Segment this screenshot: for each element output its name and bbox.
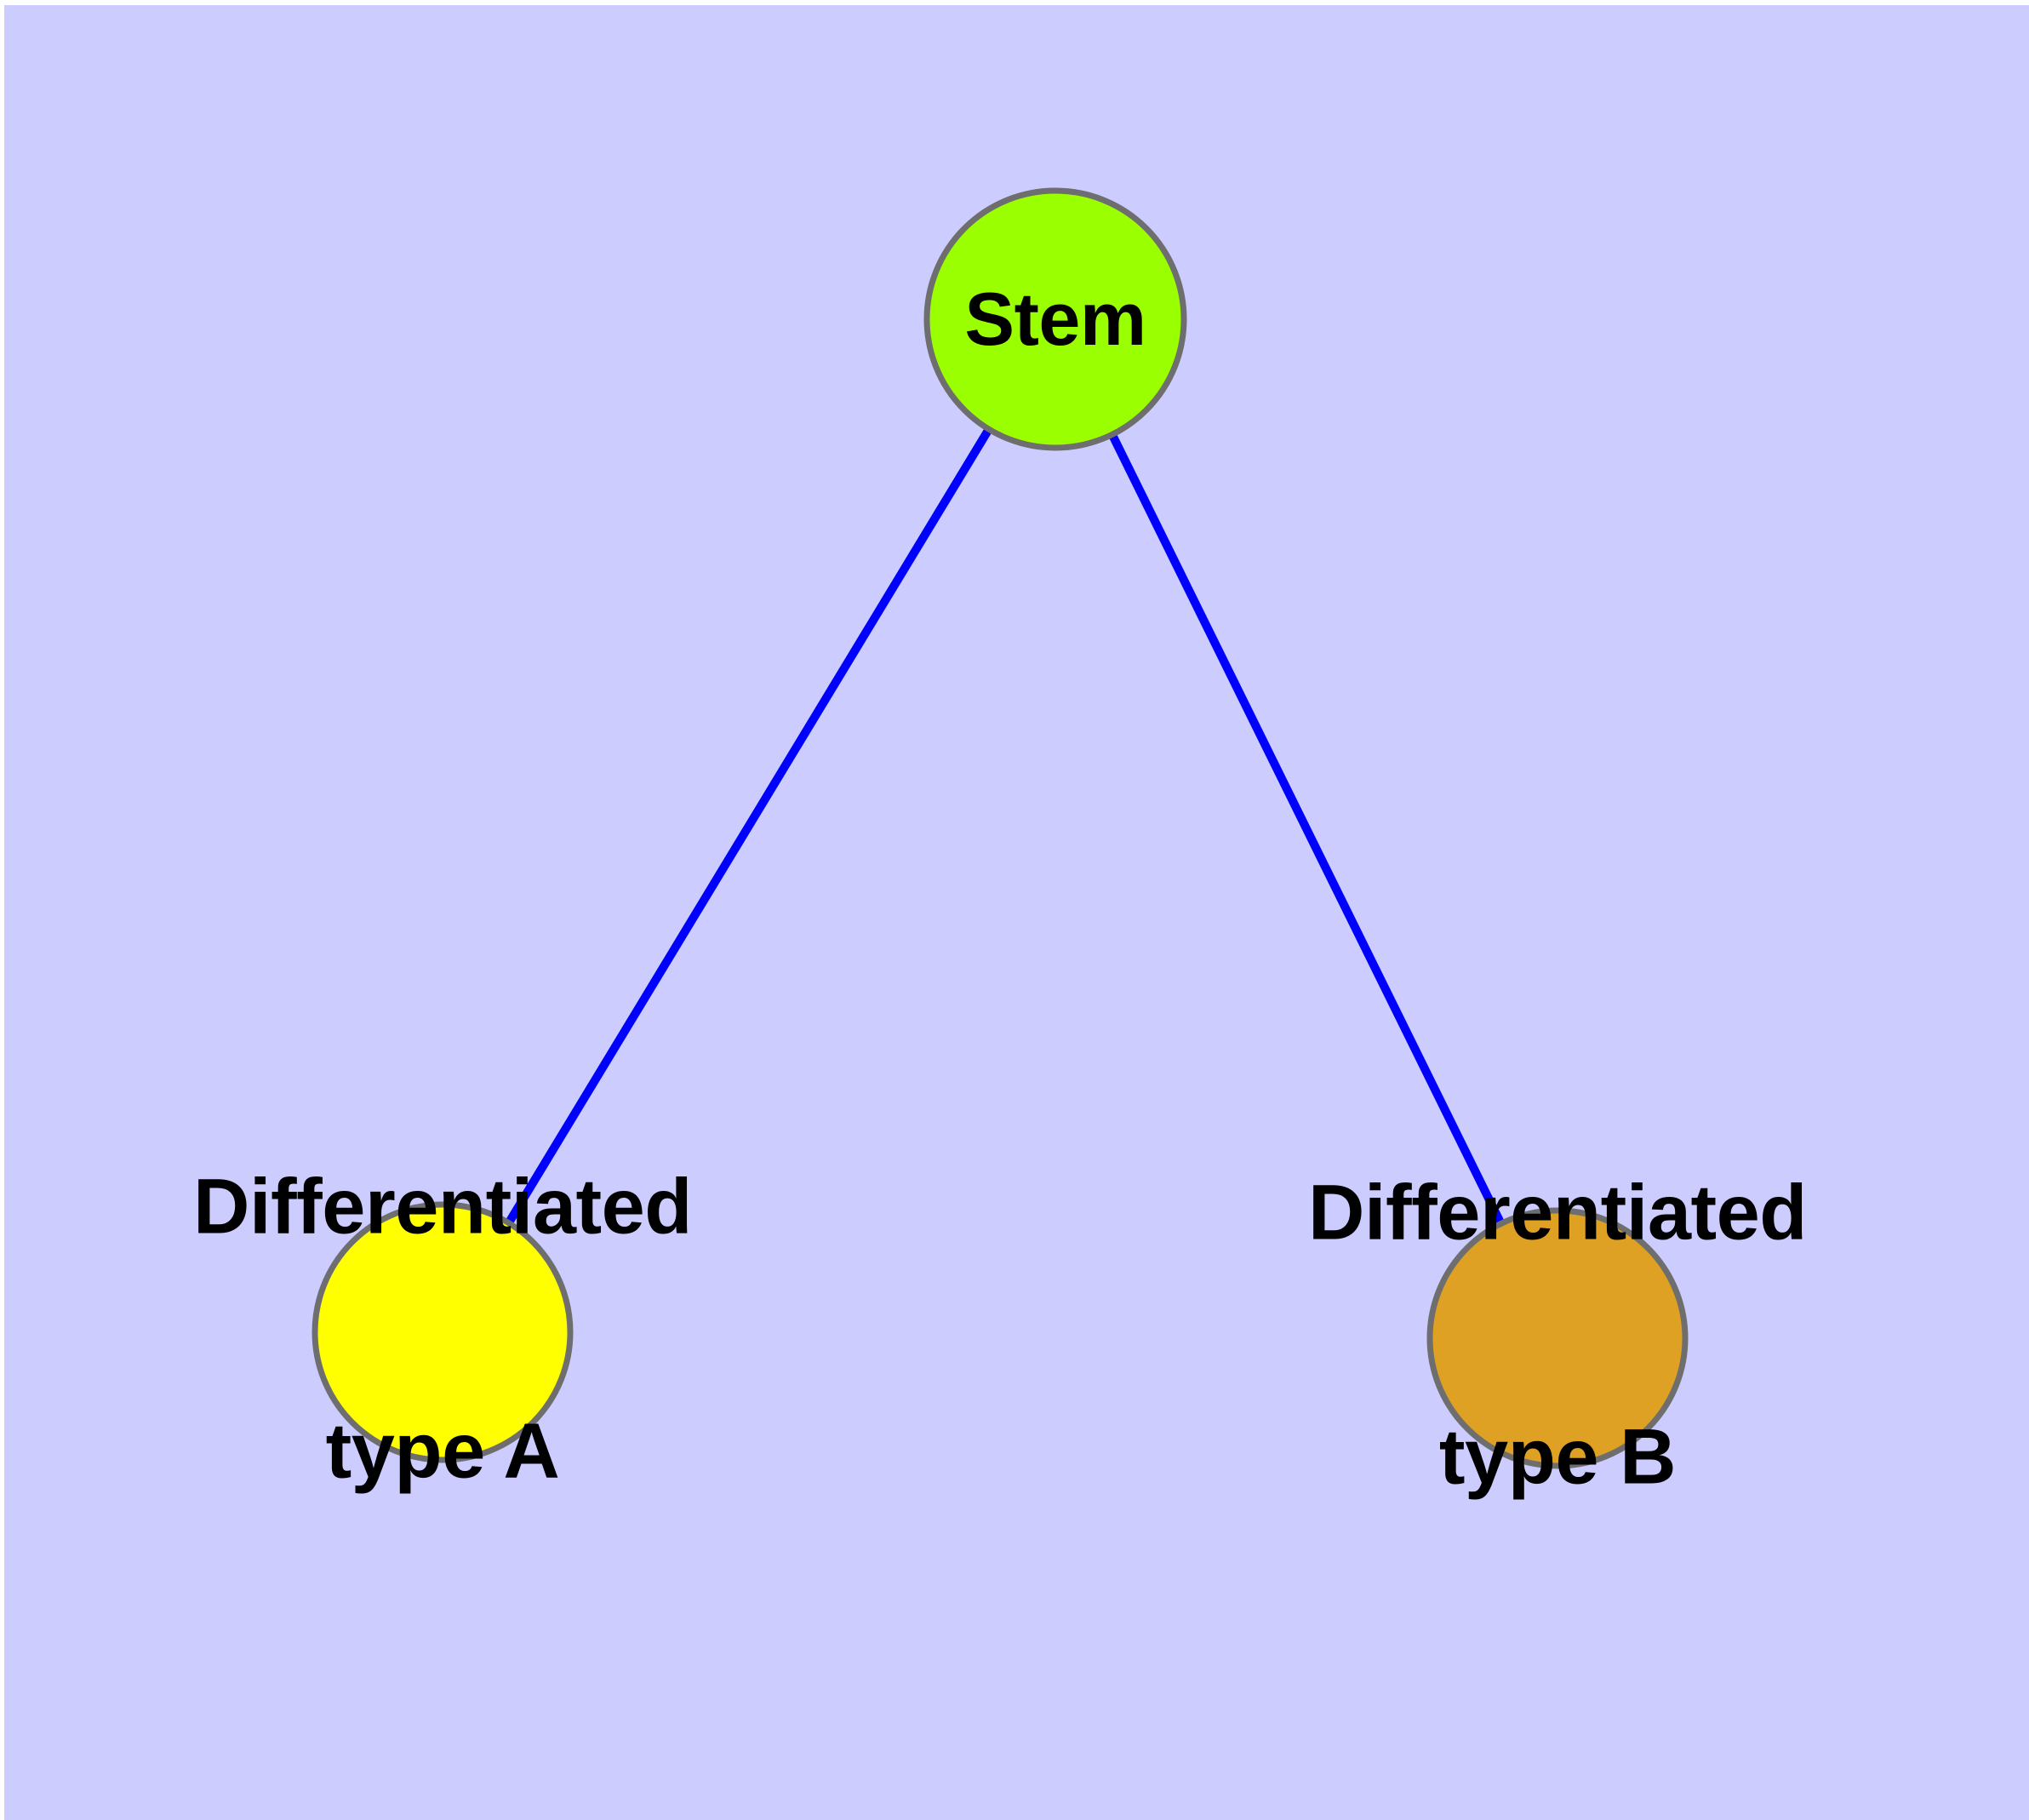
edge-layer <box>438 317 1562 1341</box>
node-layer <box>311 187 1689 1469</box>
node-stem[interactable] <box>923 187 1187 451</box>
node-differentiated-type-b[interactable] <box>1426 1207 1689 1469</box>
diagram-plot-area: Stem Differentiated type A Differentiate… <box>4 5 2029 1820</box>
node-differentiated-type-a[interactable] <box>311 1201 574 1463</box>
edge-stem-to-differentiated-type-b[interactable] <box>1051 317 1562 1341</box>
cell-differentiation-graph <box>311 187 1689 1469</box>
edge-stem-to-differentiated-type-a[interactable] <box>438 317 1060 1335</box>
